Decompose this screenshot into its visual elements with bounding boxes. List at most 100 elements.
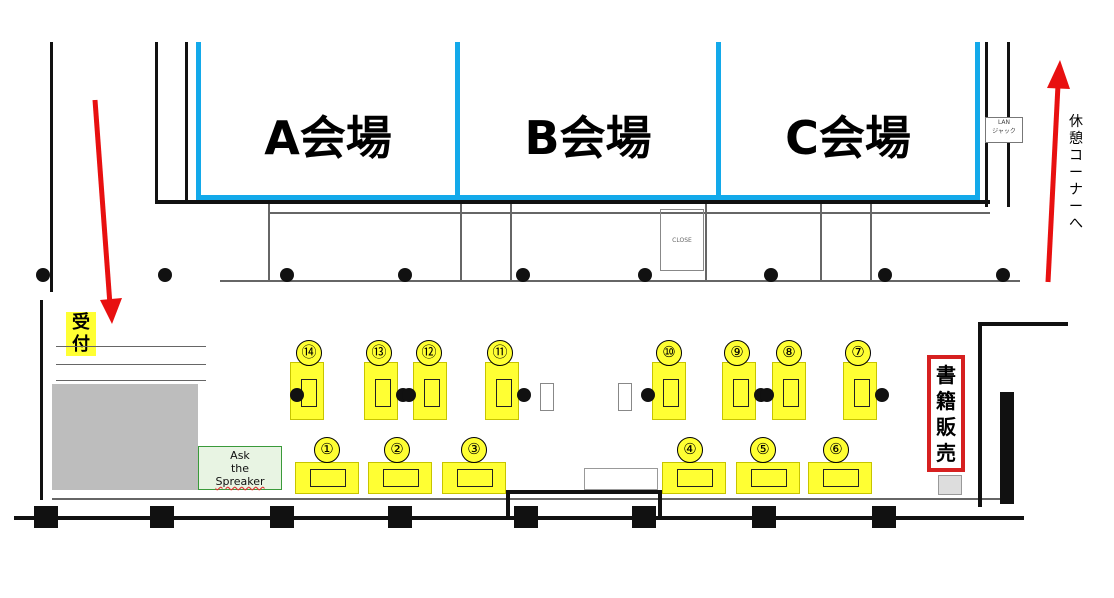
rest-char: 憩	[1069, 131, 1083, 147]
booth-10[interactable]	[652, 362, 686, 420]
book-char-2: 籍	[936, 389, 956, 413]
top-left-wall-2	[185, 42, 188, 202]
book-counter	[938, 475, 962, 495]
hall-b[interactable]: B会場	[455, 42, 721, 200]
pillar	[752, 506, 776, 528]
pillar	[388, 506, 412, 528]
desk	[496, 379, 512, 407]
empty-desk	[618, 383, 632, 411]
room-divider-2	[460, 204, 462, 282]
booth-number-9: ⑨	[724, 340, 750, 366]
ask-line-1: Ask	[230, 449, 250, 462]
booth-number-4: ④	[677, 437, 703, 463]
booth-5[interactable]	[736, 462, 800, 494]
hall-b-label: B会場	[524, 111, 652, 165]
close-area: CLOSE	[660, 209, 704, 271]
hall-c-label: C会場	[785, 111, 911, 165]
ask-line-2: the	[230, 462, 250, 475]
ask-the-speaker-area[interactable]: Ask the Spreaker	[198, 446, 282, 490]
booth-8[interactable]	[772, 362, 806, 420]
pillar	[872, 506, 896, 528]
booth-number-7: ⑦	[845, 340, 871, 366]
rest-char: へ	[1069, 216, 1083, 232]
center-bottom-frame-r	[658, 490, 662, 516]
room-divider-3	[510, 204, 512, 282]
booth-6[interactable]	[808, 462, 872, 494]
reception-char-1: 受	[72, 312, 90, 333]
pillar	[764, 268, 778, 282]
room-divider-4	[705, 204, 707, 282]
left-outer-wall	[50, 42, 53, 292]
booth-number-5: ⑤	[750, 437, 776, 463]
room-divider-6	[870, 204, 872, 282]
reception-counter-3	[56, 380, 206, 381]
right-room-column	[1000, 392, 1014, 504]
desk	[383, 469, 419, 487]
right-room-left-wall	[978, 322, 982, 507]
top-left-wall	[155, 42, 158, 202]
booth-number-11: ⑪	[487, 340, 513, 366]
booth-number-3: ③	[461, 437, 487, 463]
room-divider-1	[268, 204, 270, 282]
hall-c[interactable]: C会場	[716, 42, 980, 200]
rest-char: ー	[1069, 165, 1083, 181]
booth-2[interactable]	[368, 462, 432, 494]
empty-desk	[540, 383, 554, 411]
booth-number-6: ⑥	[823, 437, 849, 463]
booth-1[interactable]	[295, 462, 359, 494]
rest-corner-label: 休 憩 コ ー ナ ー へ	[1066, 114, 1086, 233]
right-room-top-wall	[978, 322, 1068, 326]
chair	[641, 388, 655, 402]
left-inner-wall	[40, 300, 43, 500]
desk	[375, 379, 391, 407]
rest-char: 休	[1069, 114, 1083, 130]
pillar	[398, 268, 412, 282]
pillar	[150, 506, 174, 528]
book-char-3: 販	[936, 415, 956, 439]
center-bottom-frame-l	[506, 490, 510, 516]
corridor-top-wall	[155, 200, 990, 204]
desk	[677, 469, 713, 487]
counter-table	[584, 468, 658, 490]
booth-7[interactable]	[843, 362, 877, 420]
chair	[760, 388, 774, 402]
booth-number-10: ⑩	[656, 340, 682, 366]
reception-counter-2	[56, 364, 206, 365]
booth-11[interactable]	[485, 362, 519, 420]
chair	[290, 388, 304, 402]
book-sales-area[interactable]: 書 籍 販 売	[927, 355, 965, 472]
booth-13[interactable]	[364, 362, 398, 420]
reception-char-2: 付	[72, 334, 90, 355]
booth-number-8: ⑧	[776, 340, 802, 366]
pillar	[34, 506, 58, 528]
booth-number-2: ②	[384, 437, 410, 463]
pillar	[270, 506, 294, 528]
booth-3[interactable]	[442, 462, 506, 494]
down-arrow-icon	[92, 99, 122, 324]
hall-a[interactable]: A会場	[196, 42, 460, 200]
pillar	[36, 268, 50, 282]
pillar	[996, 268, 1010, 282]
booth-9[interactable]	[722, 362, 756, 420]
desk	[457, 469, 493, 487]
chair	[875, 388, 889, 402]
hall-a-label: A会場	[264, 111, 392, 165]
booth-number-14: ⑭	[296, 340, 322, 366]
booth-12[interactable]	[413, 362, 447, 420]
desk	[751, 469, 787, 487]
desk	[854, 379, 870, 407]
pillar	[516, 268, 530, 282]
room-divider-5	[820, 204, 822, 282]
lan-jack: LAN ジャック	[985, 117, 1023, 143]
booth-4[interactable]	[662, 462, 726, 494]
storage-area	[52, 384, 198, 490]
reception-counter	[56, 346, 206, 347]
desk	[310, 469, 346, 487]
chair	[402, 388, 416, 402]
booth-number-1: ①	[314, 437, 340, 463]
rest-char: ー	[1069, 199, 1083, 215]
pillar	[638, 268, 652, 282]
center-bottom-frame	[506, 490, 662, 494]
corridor-line	[270, 212, 990, 214]
